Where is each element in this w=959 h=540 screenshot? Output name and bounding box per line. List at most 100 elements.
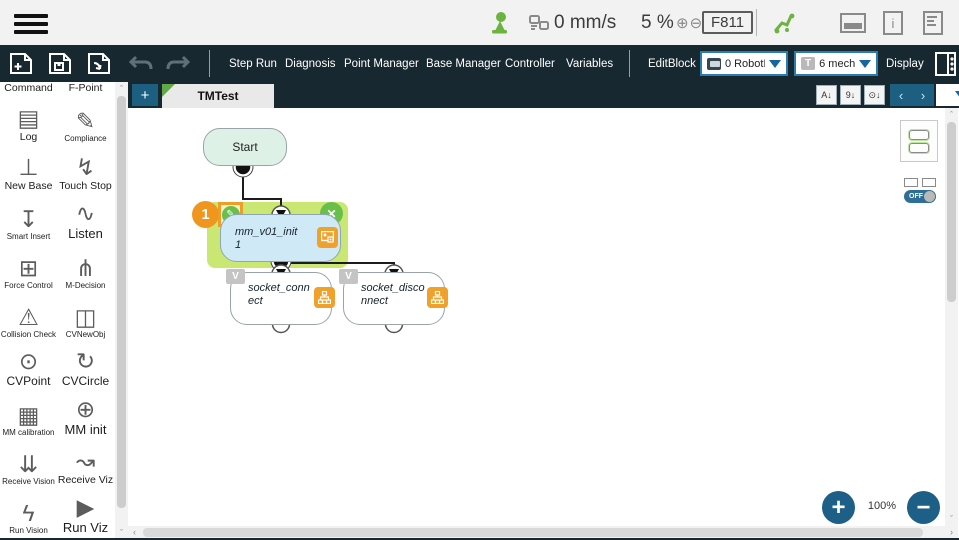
new-project-button[interactable]: [8, 51, 34, 76]
panel-toggle-button[interactable]: [932, 51, 958, 76]
sort-num-button[interactable]: 9↓: [840, 85, 861, 105]
palette-item-smart-insert[interactable]: ↧Smart Insert: [6, 206, 51, 241]
menu-display[interactable]: Display: [886, 57, 924, 70]
sidebar-scrollbar[interactable]: ˆ ˇ: [115, 82, 128, 538]
palette-item-log[interactable]: ▤Log: [17, 105, 40, 143]
program-status-icon: [772, 0, 796, 45]
palette-item-receive-vision[interactable]: ⇊Receive Vision: [2, 451, 55, 486]
undo-button[interactable]: [128, 51, 154, 76]
sort-alpha-button[interactable]: A↓: [816, 85, 837, 105]
palette-item-collision-check[interactable]: ⚠Collision Check: [0, 304, 57, 339]
menu-diagnosis[interactable]: Diagnosis: [285, 57, 336, 70]
compliance-icon: ✎: [75, 108, 96, 134]
palette-item-run-viz[interactable]: ▶Run Viz: [62, 494, 109, 535]
palette-item-cvpoint[interactable]: ⊙CVPoint: [6, 348, 51, 388]
receive-vision-icon: ⇊: [18, 451, 39, 477]
scroll-right-icon[interactable]: ›: [950, 527, 953, 537]
auto-arrange-button[interactable]: [900, 120, 938, 162]
palette-item-mm-calibration[interactable]: ▦MM calibration: [2, 402, 55, 437]
palette-item-m-decision[interactable]: ⋔M-Decision: [65, 255, 106, 290]
tab-tmtest[interactable]: TMTest: [162, 84, 274, 108]
keyboard-icon: [840, 12, 866, 33]
toggle-off-pill[interactable]: OFF: [904, 190, 936, 203]
m-decision-icon: ⋔: [75, 255, 96, 281]
tab-list-dropdown[interactable]: [936, 84, 959, 106]
smart-insert-icon: ↧: [18, 206, 39, 232]
palette-item-command[interactable]: Command: [4, 82, 53, 94]
hamburger-menu-button[interactable]: [14, 10, 48, 36]
menu-base-manager[interactable]: Base Manager: [426, 57, 501, 70]
chevron-down-icon: [859, 59, 871, 68]
canvas-hscroll-thumb[interactable]: [143, 528, 923, 537]
menu-controller[interactable]: Controller: [505, 57, 555, 70]
palette-item-cvnewobj[interactable]: ◫CVNewObj: [65, 304, 106, 339]
force-control-icon: ⊞: [18, 255, 39, 281]
flow-canvas[interactable]: Start 1 ✎ ✕ mm_v01_init 1 V socket_conne…: [128, 108, 945, 526]
project-code-box: F811: [702, 11, 754, 34]
subflow-icon: [427, 287, 448, 308]
scroll-left-icon[interactable]: ‹: [133, 527, 136, 537]
scroll-up-icon[interactable]: ˆ: [950, 110, 953, 120]
scroll-down-icon[interactable]: ˇ: [950, 514, 953, 524]
scroll-down-icon[interactable]: ˇ: [120, 528, 123, 538]
notes-icon: [923, 10, 943, 35]
add-tab-button[interactable]: +: [132, 84, 158, 106]
log-button[interactable]: [922, 0, 944, 45]
overlap-display-toggle[interactable]: OFF: [900, 178, 940, 203]
hamburger-bar: [14, 30, 48, 34]
topbar-divider: [756, 9, 757, 36]
tool-chip: T: [801, 57, 816, 70]
menu-edit-block[interactable]: EditBlock: [648, 57, 696, 70]
zoom-in-button[interactable]: +: [822, 491, 855, 524]
palette-item-mm-init[interactable]: ⊕MM init: [64, 396, 107, 437]
canvas-vertical-scrollbar[interactable]: ˆ ˇ: [945, 108, 958, 526]
selection-order-badge: 1: [192, 201, 219, 228]
palette-item-cvcircle[interactable]: ↻CVCircle: [61, 348, 110, 388]
palette-item-new-base[interactable]: ⊥New Base: [4, 154, 53, 192]
speed-minus-icon[interactable]: ⊖: [689, 14, 703, 32]
tool-value: 6 mechm: [819, 57, 855, 70]
palette-item-f-point[interactable]: F-Point: [68, 82, 103, 94]
canvas-horizontal-scrollbar[interactable]: ‹ ›: [128, 526, 958, 538]
overlap-icon: [900, 178, 940, 187]
speed-adjust-icons[interactable]: ⊕⊖: [676, 0, 702, 45]
keyboard-button[interactable]: [840, 0, 866, 45]
palette-item-force-control[interactable]: ⊞Force Control: [4, 255, 53, 290]
tab-prev-button[interactable]: ‹: [890, 84, 912, 106]
node-socket-disconnect[interactable]: V socket_disconnect: [339, 269, 448, 325]
palette-item-listen[interactable]: ∿Listen: [68, 200, 103, 241]
redo-button[interactable]: [165, 51, 191, 76]
node-socket-connect[interactable]: V socket_connect: [226, 269, 335, 325]
save-project-button[interactable]: [47, 51, 73, 76]
speed-plus-icon[interactable]: ⊕: [676, 14, 689, 32]
base-icon: [707, 57, 721, 70]
menu-variables[interactable]: Variables: [566, 57, 614, 70]
tab-next-button[interactable]: ›: [912, 84, 934, 106]
collision-check-icon: ⚠: [18, 304, 39, 330]
menu-point-manager[interactable]: Point Manager: [344, 57, 419, 70]
node-palette: Command F-Point ▤Log ✎Compliance ⊥New Ba…: [0, 82, 115, 538]
tree-glyph: [318, 291, 331, 304]
robot-base-value: 0 RobotB: [724, 57, 765, 70]
zoom-reset-button[interactable]: ⊙↓: [864, 85, 885, 105]
hamburger-bar: [14, 14, 48, 18]
save-file-icon: [49, 53, 71, 74]
open-project-button[interactable]: [86, 51, 112, 76]
palette-item-touch-stop[interactable]: ↯Touch Stop: [59, 154, 112, 192]
zoom-out-button[interactable]: −: [907, 491, 940, 524]
scroll-up-icon[interactable]: ˆ: [120, 84, 123, 94]
menu-step-run[interactable]: Step Run: [229, 57, 277, 70]
info-button[interactable]: i: [882, 0, 904, 45]
robot-base-dropdown[interactable]: 0 RobotB: [700, 51, 788, 76]
canvas-vscroll-thumb[interactable]: [947, 122, 956, 302]
node-start[interactable]: Start: [203, 128, 287, 166]
palette-item-receive-viz[interactable]: ↝Receive Viz: [57, 448, 114, 486]
minus-icon: −: [916, 493, 931, 521]
tool-dropdown[interactable]: T 6 mechm: [794, 51, 878, 76]
plus-icon: +: [831, 493, 846, 521]
node-label: socket_connect: [248, 282, 310, 307]
palette-item-compliance[interactable]: ✎Compliance: [64, 108, 107, 143]
node-mm-v01-init[interactable]: mm_v01_init 1: [220, 214, 341, 262]
sidebar-scroll-thumb[interactable]: [117, 96, 126, 508]
